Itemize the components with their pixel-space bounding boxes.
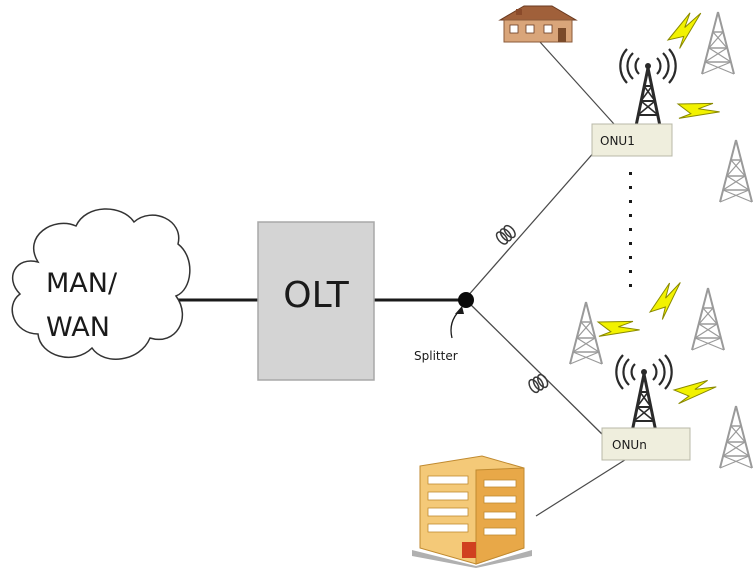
- onu1-box: ONU1: [591, 123, 673, 157]
- splitter-pointer-arrow: [450, 309, 461, 339]
- cell-tower-icon: [569, 301, 603, 365]
- wireless-bolt-icon: [591, 305, 643, 353]
- fiber-coil-icon: [526, 372, 551, 395]
- house-to-onu1-link: [539, 41, 615, 125]
- man-wan-cloud: MAN/ WAN: [11, 208, 191, 360]
- olt-label: OLT: [283, 275, 349, 316]
- olt-box: OLT: [257, 221, 375, 381]
- onun-antenna-icon: [614, 353, 674, 434]
- splitter-node: [458, 292, 474, 308]
- wireless-bolt-icon: [641, 278, 692, 324]
- onu1-antenna-icon: [618, 47, 678, 128]
- cloud-label-line2: WAN: [46, 312, 110, 343]
- cell-tower-icon: [719, 139, 753, 203]
- building-to-onun-link: [535, 457, 629, 517]
- splitter-arrow-head-icon: [455, 306, 464, 314]
- cloud-label-line1: MAN/: [46, 268, 118, 299]
- ellipsis-dots: [629, 172, 632, 287]
- fiber-coil-icon: [493, 222, 518, 247]
- cell-tower-icon: [691, 287, 725, 351]
- splitter-label: Splitter: [414, 349, 458, 363]
- onun-box: ONUn: [601, 427, 691, 461]
- wireless-bolt-icon: [670, 372, 718, 413]
- cell-tower-icon: [701, 11, 735, 75]
- splitter-to-onun-fiber: [465, 299, 607, 439]
- cell-tower-icon: [719, 405, 753, 469]
- onun-label: ONUn: [612, 438, 647, 452]
- apartment-building-icon: [412, 455, 532, 568]
- splitter-to-onu1-fiber: [465, 149, 597, 299]
- house-icon: [498, 5, 578, 43]
- onu1-label: ONU1: [600, 134, 635, 148]
- wireless-bolt-icon: [671, 87, 723, 135]
- wireless-bolt-icon: [661, 8, 711, 52]
